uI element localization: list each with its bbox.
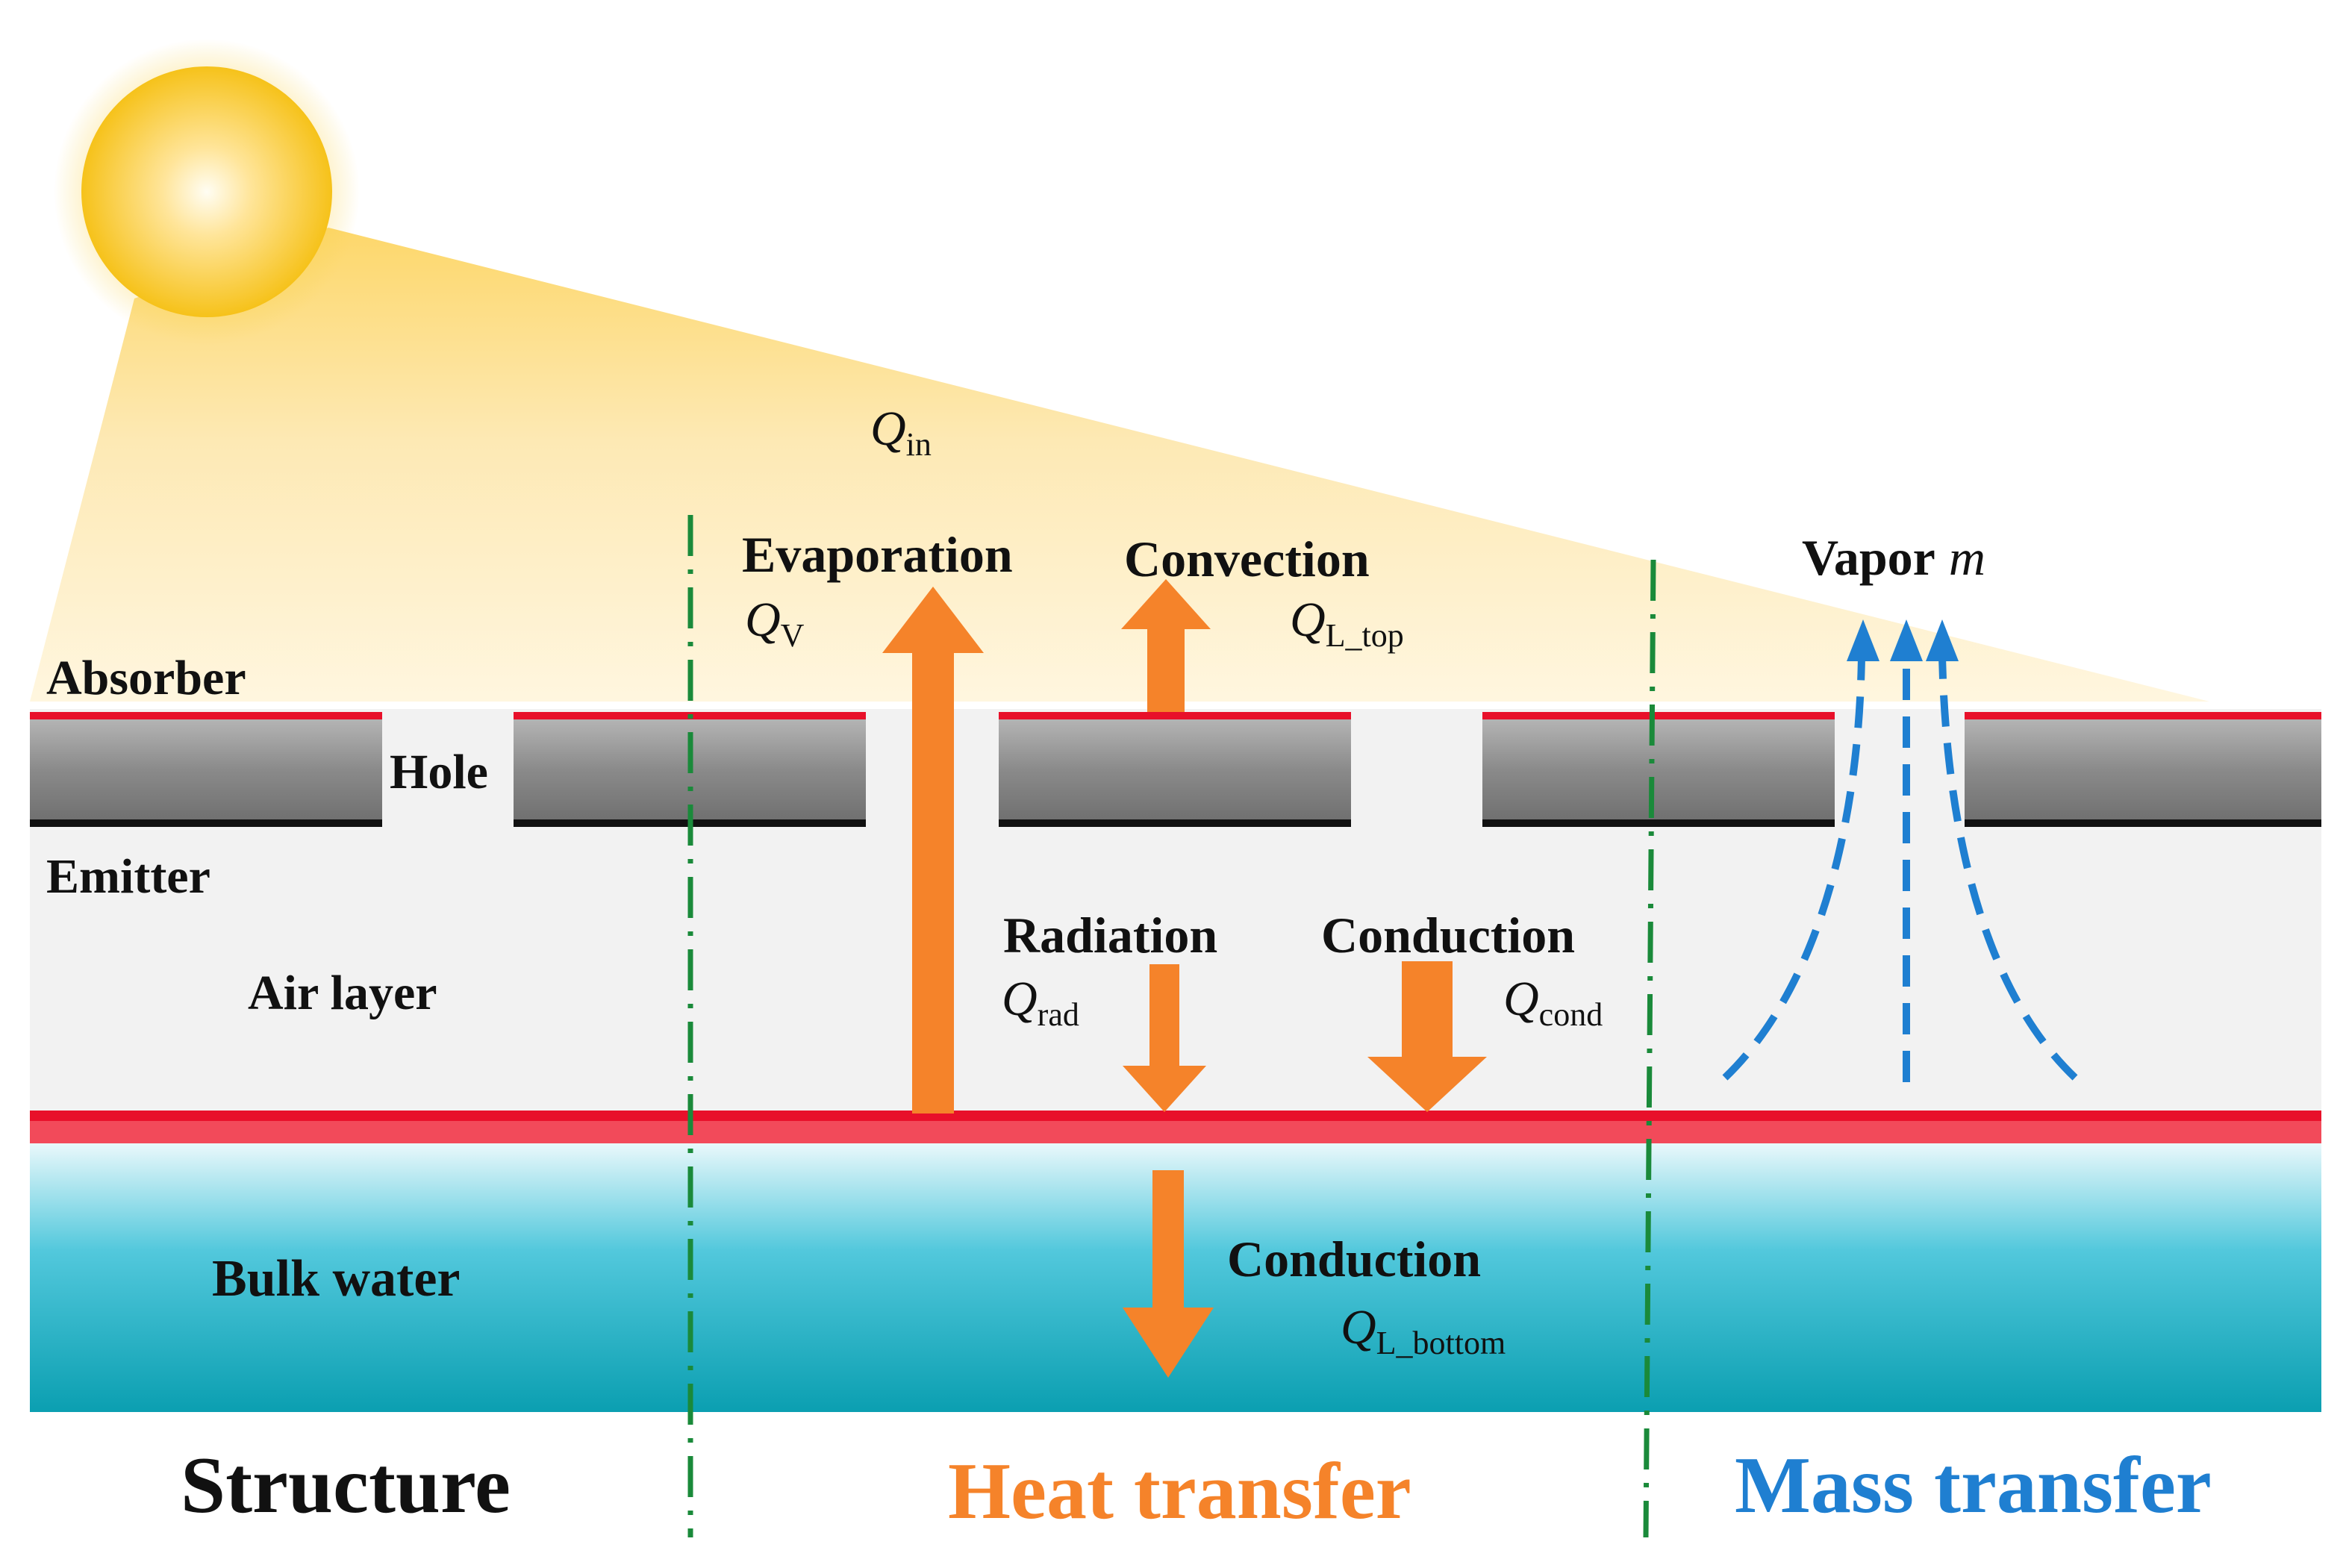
convection-arrow: [1121, 579, 1211, 712]
q-l-bottom-symbol: QL_bottom: [1341, 1300, 1506, 1361]
absorber-label: Absorber: [46, 651, 246, 705]
radiation-arrow: [1123, 964, 1206, 1112]
air-layer-label: Air layer: [248, 966, 437, 1020]
conduction-water-arrow: [1123, 1170, 1214, 1378]
q-v-symbol: QV: [745, 593, 805, 654]
emitter-layer: [30, 819, 382, 827]
q-cond-symbol: Qcond: [1503, 972, 1603, 1033]
perforated-plate: [30, 712, 2321, 827]
evaporation-arrow: [882, 587, 984, 1113]
radiation-label: Radiation: [1003, 907, 1217, 963]
vapor-arrowheads: [1847, 619, 1959, 661]
conduction-air-label: Conduction: [1321, 907, 1575, 963]
evaporation-label: Evaporation: [742, 526, 1013, 583]
structure-title: Structure: [181, 1441, 511, 1530]
absorber-layer: [30, 712, 382, 719]
sunlight-beam: [30, 228, 2209, 702]
convection-label: Convection: [1124, 531, 1370, 587]
mass-transfer-title: Mass transfer: [1735, 1441, 2212, 1530]
q-rad-symbol: Qrad: [1002, 972, 1079, 1033]
hole-label: Hole: [390, 745, 488, 799]
bulk-water-label: Bulk water: [212, 1250, 461, 1308]
conduction-air-arrow: [1367, 961, 1487, 1112]
q-l-top-symbol: QL_top: [1290, 593, 1404, 654]
vapor-flow-arrows: [1722, 656, 2078, 1082]
divider-heat-mass: [1643, 559, 1656, 1538]
emitter-label: Emitter: [46, 849, 210, 904]
conduction-water-label: Conduction: [1227, 1231, 1481, 1287]
sun-icon: [81, 66, 332, 317]
q-in-symbol: Qin: [870, 402, 932, 463]
heat-transfer-title: Heat transfer: [948, 1447, 1411, 1536]
